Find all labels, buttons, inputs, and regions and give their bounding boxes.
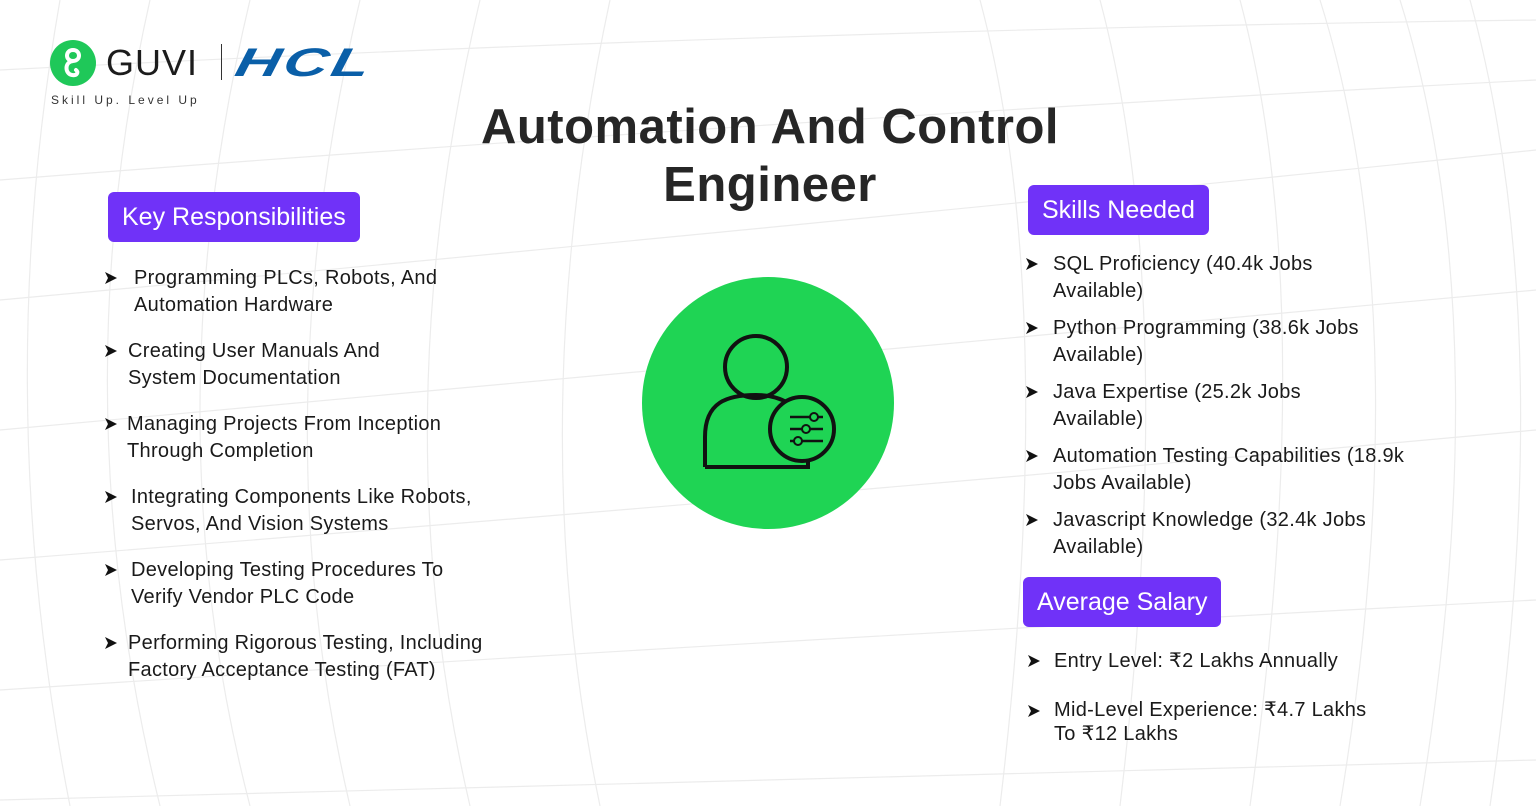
skills-needed-heading: Skills Needed xyxy=(1028,185,1209,235)
page-title: Automation And Control Engineer xyxy=(440,98,1100,214)
chevron-right-icon xyxy=(105,637,117,649)
chevron-right-icon xyxy=(1026,322,1038,334)
salary-item: Mid-Level Experience: ₹4.7 Lakhs To ₹12 … xyxy=(1027,698,1366,746)
chevron-right-icon xyxy=(105,564,117,576)
title-line-2: Engineer xyxy=(663,158,877,212)
chevron-right-icon xyxy=(1026,514,1038,526)
salary-item: Entry Level: ₹2 Lakhs Annually xyxy=(1027,648,1338,675)
brand-tagline: Skill Up. Level Up xyxy=(51,93,200,107)
skill-item: Python Programming (38.6k Jobs Available… xyxy=(1025,315,1359,369)
responsibility-item: Developing Testing Procedures To Verify … xyxy=(104,557,443,611)
chevron-right-icon xyxy=(1028,655,1040,667)
brand-logo[interactable]: GUVI HCL Skill Up. Level Up xyxy=(50,40,420,110)
skill-item: Automation Testing Capabilities (18.9k J… xyxy=(1025,443,1404,497)
skill-item: SQL Proficiency (40.4k Jobs Available) xyxy=(1025,251,1313,305)
logo-divider xyxy=(221,44,222,80)
responsibility-item: Integrating Components Like Robots, Serv… xyxy=(104,484,472,538)
chevron-right-icon xyxy=(105,491,117,503)
chevron-right-icon xyxy=(105,418,117,430)
skill-item: Javascript Knowledge (32.4k Jobs Availab… xyxy=(1025,507,1366,561)
chevron-right-icon xyxy=(105,345,117,357)
responsibility-item: Performing Rigorous Testing, Including F… xyxy=(104,630,483,684)
responsibility-item: Creating User Manuals And System Documen… xyxy=(104,338,380,392)
key-responsibilities-heading: Key Responsibilities xyxy=(108,192,360,242)
responsibility-item: Programming PLCs, Robots, And Automation… xyxy=(104,265,437,319)
title-line-1: Automation And Control xyxy=(480,100,1060,154)
chevron-right-icon xyxy=(1026,258,1038,270)
chevron-right-icon xyxy=(1026,386,1038,398)
guvi-logo-icon xyxy=(50,40,96,86)
chevron-right-icon xyxy=(1026,450,1038,462)
hcl-wordmark: HCL xyxy=(231,41,378,85)
role-icon-circle xyxy=(642,277,894,529)
user-settings-icon xyxy=(703,334,836,469)
skill-item: Java Expertise (25.2k Jobs Available) xyxy=(1025,379,1301,433)
responsibility-item: Managing Projects From Inception Through… xyxy=(104,411,441,465)
average-salary-heading: Average Salary xyxy=(1023,577,1222,627)
chevron-right-icon xyxy=(105,272,117,284)
chevron-right-icon xyxy=(1028,705,1040,717)
guvi-wordmark: GUVI xyxy=(106,42,199,83)
